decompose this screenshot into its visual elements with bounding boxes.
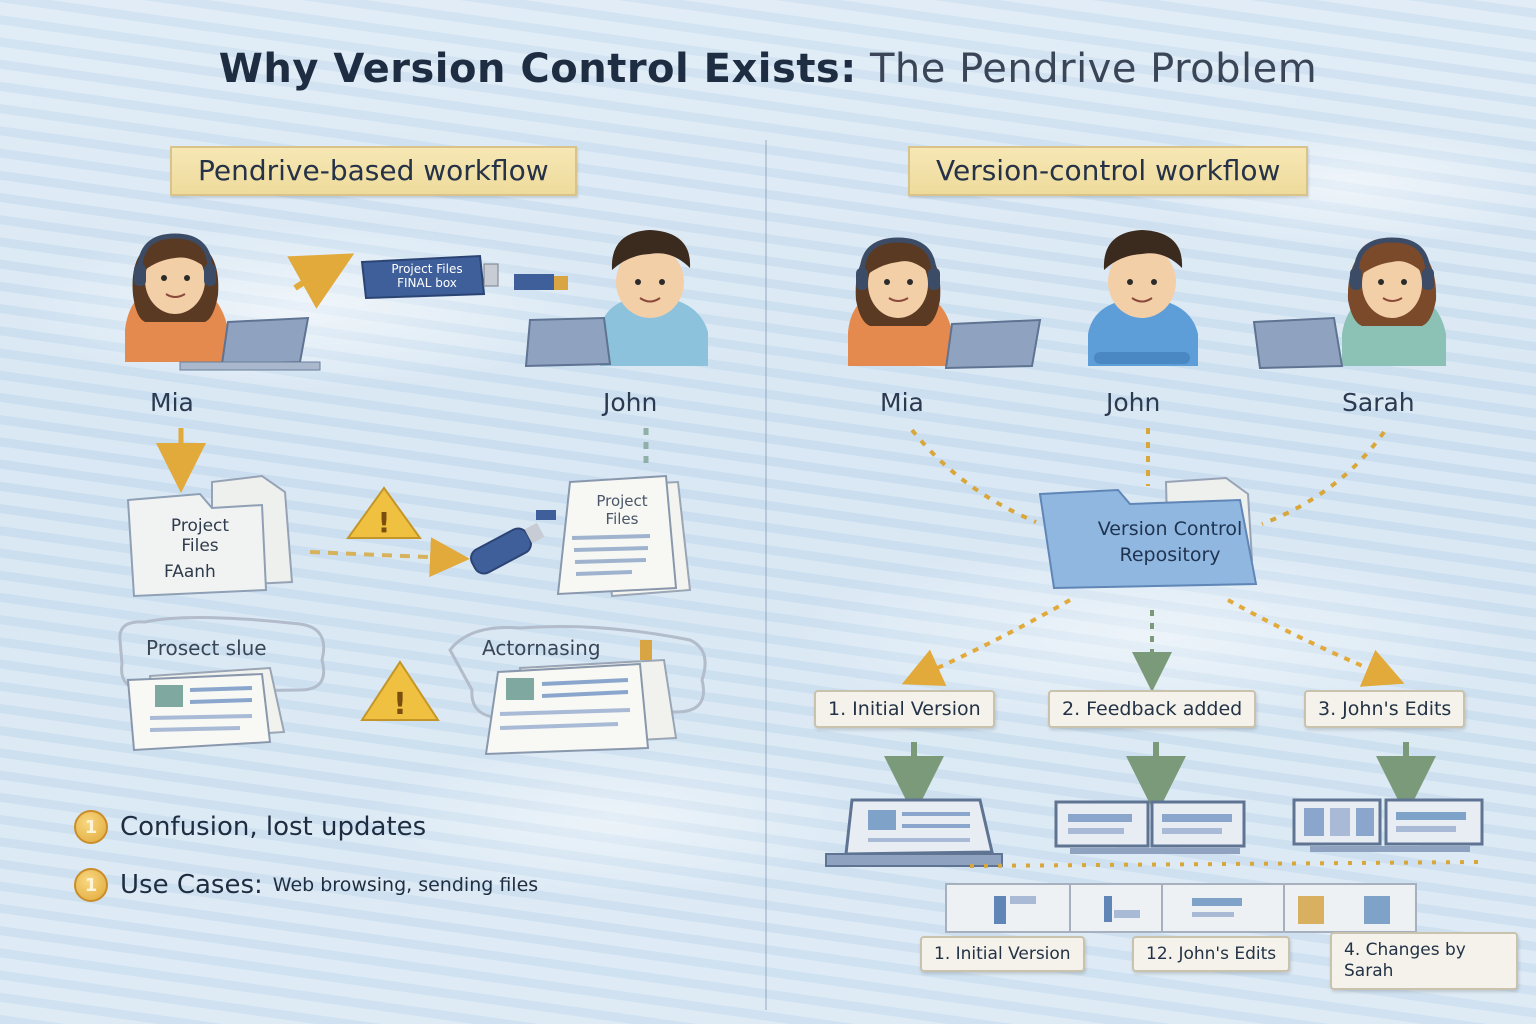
- svg-text:!: !: [393, 687, 407, 722]
- cloud-right-label: Actornasing: [482, 636, 601, 660]
- warning-coin-icon: 1: [74, 810, 108, 844]
- small-usb-icon: [470, 522, 545, 575]
- mia-repo-link: [910, 428, 1037, 524]
- version-box-3: 3. John's Edits: [1304, 690, 1466, 728]
- doc-stack-left-icon: [126, 666, 286, 752]
- folder-label-line3: FAanh: [164, 562, 216, 582]
- bullet-use-cases-text: Use Cases:: [120, 870, 263, 900]
- sarah-figure-right: [1252, 237, 1446, 370]
- usb-label-line2: FINAL box: [397, 276, 457, 290]
- transfer-dashed-arrow: [309, 537, 470, 578]
- usb-cap-icon: [536, 510, 556, 520]
- repository-folder-icon: [1038, 476, 1258, 590]
- john-figure-left: [524, 230, 708, 368]
- usb-label-line1: Project Files: [391, 262, 463, 276]
- monitors-v2-icon: [1054, 800, 1246, 854]
- repository-label: Version Control Repository: [1070, 516, 1270, 568]
- laptop-v1-icon: [825, 798, 1003, 867]
- usb-stick-icon: [360, 254, 568, 300]
- version-box-2: 2. Feedback added: [1048, 690, 1257, 728]
- bullet-confusion: 1 Confusion, lost updates: [74, 810, 426, 844]
- history-strip: [945, 883, 1417, 933]
- folder-label-line2: Files: [181, 536, 219, 556]
- folder-label: Project Files FAanh: [140, 516, 260, 582]
- john-figure-right: [1088, 230, 1198, 366]
- project-files-doc-icon: [556, 474, 692, 598]
- svg-text:!: !: [378, 506, 391, 539]
- panel-divider: [765, 140, 767, 1010]
- history-box-2: 12. John's Edits: [1132, 936, 1291, 972]
- title-sub: The Pendrive Problem: [869, 46, 1318, 92]
- handoff-arrow: [287, 253, 355, 309]
- cloud-left-label: Prosect slue: [146, 636, 267, 660]
- bullet-use-cases: 1 Use Cases: Web browsing, sending files: [74, 868, 538, 902]
- mia-figure-left: [125, 233, 321, 371]
- doc-label-line2: Files: [605, 510, 639, 528]
- right-banner: Version-control workflow: [908, 146, 1309, 196]
- mia-figure-right: [848, 237, 1042, 370]
- doc-stack-right-icon: [484, 640, 678, 756]
- folder-label-line1: Project: [170, 516, 230, 536]
- warning-icon: !: [346, 486, 422, 539]
- monitors-v3-icon: [1292, 798, 1484, 852]
- person-name-john-right: John: [1106, 388, 1161, 417]
- project-folder-icon: [126, 474, 294, 598]
- usb-label: Project Files FINAL box: [372, 262, 482, 290]
- version-box-1: 1. Initial Version: [814, 690, 995, 728]
- repository-label-line2: Repository: [1119, 544, 1221, 566]
- history-dotted-line: [969, 860, 1481, 868]
- history-box-3: 4. Changes by Sarah: [1330, 932, 1518, 990]
- bullet-use-cases-detail: Web browsing, sending files: [272, 874, 539, 896]
- person-name-john-left: John: [603, 388, 658, 417]
- person-name-mia-right: Mia: [880, 388, 924, 417]
- page-title: Why Version Control Exists: The Pendrive…: [0, 46, 1536, 92]
- title-main: Why Version Control Exists:: [218, 46, 857, 92]
- repo-arrow-v3: [1227, 598, 1405, 687]
- warning-coin-icon: 1: [74, 868, 108, 902]
- warning-icon-2: !: [360, 660, 440, 722]
- history-box-1: 1. Initial Version: [920, 936, 1085, 972]
- sarah-repo-link: [1261, 430, 1386, 526]
- doc-label-line1: Project: [596, 492, 648, 510]
- bullet-confusion-text: Confusion, lost updates: [120, 812, 427, 842]
- doc-label: Project Files: [582, 492, 662, 528]
- left-banner: Pendrive-based workflow: [170, 146, 577, 196]
- repository-label-line1: Version Control: [1097, 518, 1243, 540]
- person-name-mia-left: Mia: [150, 388, 194, 417]
- person-name-sarah-right: Sarah: [1342, 388, 1415, 417]
- repo-arrow-v1: [901, 598, 1071, 687]
